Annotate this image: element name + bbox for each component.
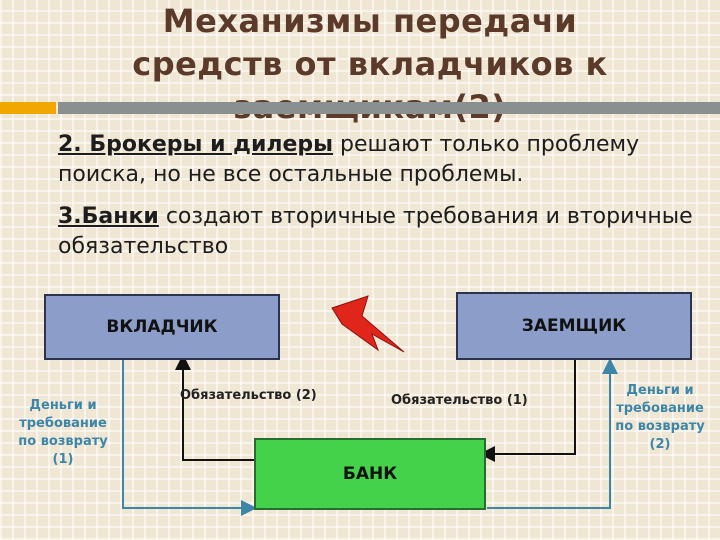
money-left-line-1: Деньги и bbox=[29, 398, 97, 413]
lightning-icon bbox=[331, 295, 405, 353]
money-right-line-3: по возврату bbox=[615, 419, 705, 434]
paragraph-banks: 3.Банки создают вторичные требования и в… bbox=[58, 202, 698, 262]
borrower-box: ЗАЕМЩИК bbox=[456, 292, 692, 360]
obligation2-arrow bbox=[175, 354, 255, 461]
money-left-line-2: требование bbox=[19, 416, 107, 431]
money-right-line-4: (2) bbox=[649, 437, 671, 452]
bank-box: БАНК bbox=[254, 438, 486, 510]
title-line-2: средств от вкладчиков к bbox=[132, 45, 608, 83]
title-line-1: Механизмы передачи bbox=[162, 2, 578, 40]
money-left-label: Деньги и требование по возврату (1) bbox=[0, 397, 128, 469]
money-left-line-4: (1) bbox=[52, 452, 74, 467]
paragraph-brokers: 2. Брокеры и дилеры решают только пробле… bbox=[58, 130, 698, 190]
obligation2-label: Обязательство (2) bbox=[180, 388, 317, 403]
accent-bar-gold bbox=[0, 102, 56, 114]
money-right-arrow bbox=[487, 358, 618, 509]
body-text: 2. Брокеры и дилеры решают только пробле… bbox=[58, 130, 698, 274]
accent-bar-gray bbox=[58, 102, 720, 114]
banks-text: создают вторичные требования и вторичные… bbox=[58, 204, 693, 259]
brokers-term: 2. Брокеры и дилеры bbox=[58, 132, 334, 157]
brokers-text: решают только проблему поиска, но не все… bbox=[58, 132, 640, 187]
money-left-arrow bbox=[122, 360, 257, 516]
money-left-line-3: по возврату bbox=[18, 434, 108, 449]
money-right-line-2: требование bbox=[616, 401, 704, 416]
banks-term: 3.Банки bbox=[58, 204, 159, 229]
money-right-line-1: Деньги и bbox=[626, 383, 694, 398]
obligation1-arrow bbox=[479, 360, 576, 462]
depositor-box: ВКЛАДЧИК bbox=[44, 294, 280, 360]
obligation1-label: Обязательство (1) bbox=[391, 393, 528, 408]
money-right-label: Деньги и требование по возврату (2) bbox=[600, 382, 720, 454]
